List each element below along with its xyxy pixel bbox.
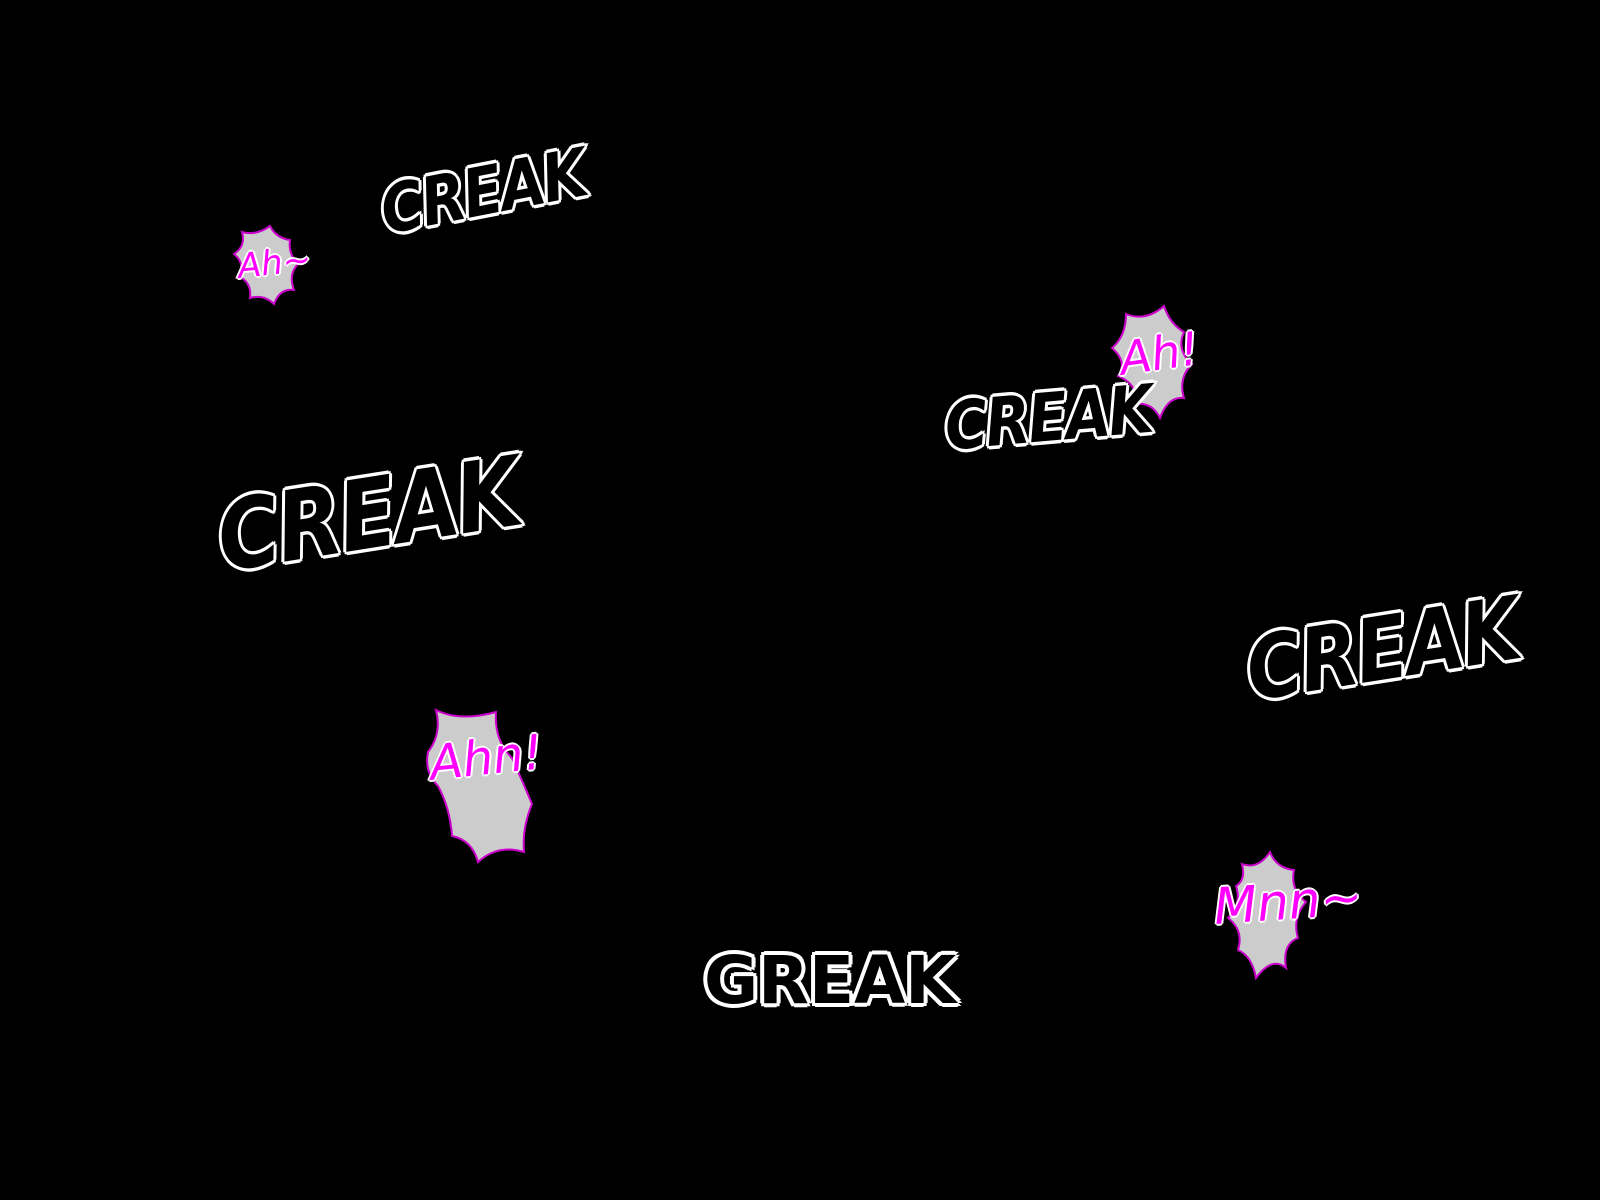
sfx-creak-middle-right: CREAK bbox=[940, 368, 1156, 467]
moan-ahn-exclaim: Ahn! bbox=[427, 724, 546, 792]
sfx-creak-large-right: CREAK bbox=[1237, 575, 1527, 722]
burst-shape bbox=[426, 708, 534, 864]
speech-burst-ahn-exclaim: Ahn! bbox=[424, 700, 546, 866]
burst-shape bbox=[232, 224, 300, 306]
burst-shape bbox=[1226, 849, 1308, 981]
speech-burst-ah-exclaim: Ah! bbox=[1110, 304, 1202, 424]
sfx-creak-large-left: CREAK bbox=[208, 434, 529, 596]
sfx-creak-top: CREAK bbox=[373, 132, 594, 251]
burst-shape bbox=[1110, 304, 1194, 421]
moan-mnn-tilde: Mnn~ bbox=[1211, 867, 1365, 936]
speech-burst-ah-tilde: Ah~ bbox=[232, 224, 313, 310]
moan-ah-tilde: Ah~ bbox=[235, 239, 313, 287]
speech-burst-mnn-tilde: Mnn~ bbox=[1212, 849, 1364, 981]
sfx-greak-bottom: GREAK bbox=[704, 942, 957, 1019]
